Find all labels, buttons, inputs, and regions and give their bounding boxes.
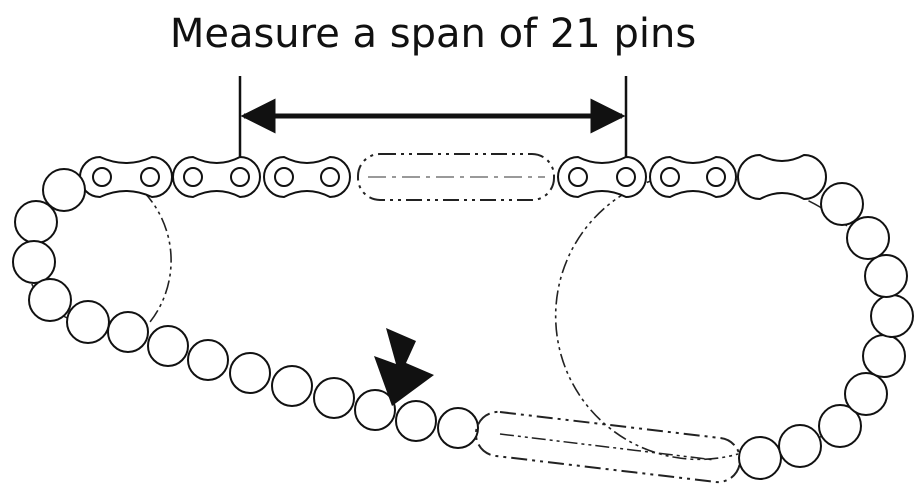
diagram-caption: Measure a span of 21 pins bbox=[169, 11, 697, 57]
omitted-links-bottom-centerline bbox=[499, 433, 716, 461]
chain-link-top-3 bbox=[263, 155, 351, 199]
left-wrap-rollers bbox=[12, 168, 110, 344]
chain-link-top-4 bbox=[557, 155, 647, 199]
tension-point-arrow-icon bbox=[374, 328, 434, 406]
chain-link-top-1 bbox=[79, 155, 173, 199]
left-sprocket-outline bbox=[87, 161, 172, 323]
lower-slack-rollers bbox=[107, 311, 479, 449]
chain-link-top-6 bbox=[737, 153, 827, 201]
chain-link-top-5 bbox=[649, 155, 737, 199]
omitted-links-bottom bbox=[474, 410, 742, 484]
right-wrap-rollers bbox=[738, 182, 914, 480]
right-sprocket-outline bbox=[554, 177, 739, 461]
chain-link-top-2 bbox=[172, 155, 261, 199]
omitted-links-top bbox=[357, 153, 555, 201]
